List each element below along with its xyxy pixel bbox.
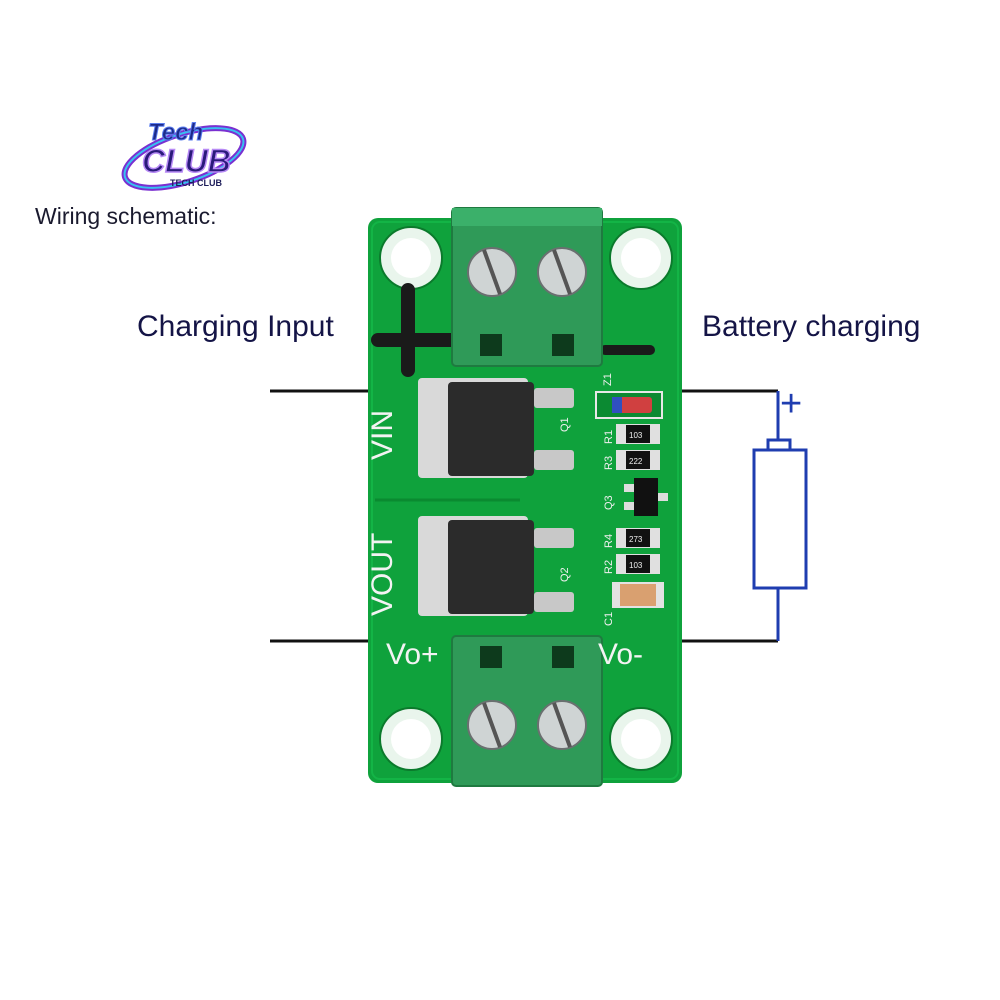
mounting-hole [609, 707, 673, 771]
zener-diode-z1 [595, 391, 663, 419]
charging-input-label: Charging Input [137, 310, 334, 343]
silk-r1: R1 [603, 430, 615, 444]
silk-r4: R4 [603, 534, 615, 548]
mounting-hole [379, 707, 443, 771]
battery-body [752, 448, 808, 590]
battery-charging-label: Battery charging [702, 310, 921, 343]
svg-text:Tech: Tech [148, 119, 203, 146]
tech-club-logo: Tech CLUB TECH CLUB [121, 119, 247, 191]
silk-c1: C1 [603, 612, 615, 626]
logo-subtitle: TECH CLUB [170, 178, 222, 188]
resistor-code: 103 [629, 561, 643, 570]
resistor-code: 222 [629, 457, 643, 466]
transistor-q3 [624, 478, 668, 516]
silk-r3: R3 [603, 456, 615, 470]
silk-q3: Q3 [603, 495, 615, 510]
mounting-hole [609, 226, 673, 290]
svg-text:CLUB: CLUB [142, 143, 231, 179]
silk-vo-plus: Vo+ [386, 638, 439, 671]
resistor-r3 [616, 450, 660, 470]
silk-z1: Z1 [602, 373, 614, 386]
terminal-block-bottom [451, 635, 603, 787]
silk-q2: Q2 [559, 567, 571, 582]
silk-r2: R2 [603, 560, 615, 574]
resistor-r1 [616, 424, 660, 444]
resistor-code: 273 [629, 535, 643, 544]
mounting-hole [379, 226, 443, 290]
page-caption: Wiring schematic: [35, 203, 217, 229]
mosfet-q1 [418, 378, 574, 478]
silk-vin: VIN [366, 410, 399, 460]
battery-plus-sign: + [780, 383, 802, 425]
resistor-r4 [616, 528, 660, 548]
marker-plus [371, 283, 462, 377]
resistor-r2 [616, 554, 660, 574]
silk-vo-minus: Vo- [598, 638, 643, 671]
battery-symbol: + [752, 383, 808, 641]
silk-q1: Q1 [559, 417, 571, 432]
terminal-block-top [451, 207, 603, 367]
resistor-code: 103 [629, 431, 643, 440]
silk-vout: VOUT [366, 533, 399, 616]
capacitor-c1 [612, 582, 664, 608]
mosfet-q2 [418, 516, 574, 616]
